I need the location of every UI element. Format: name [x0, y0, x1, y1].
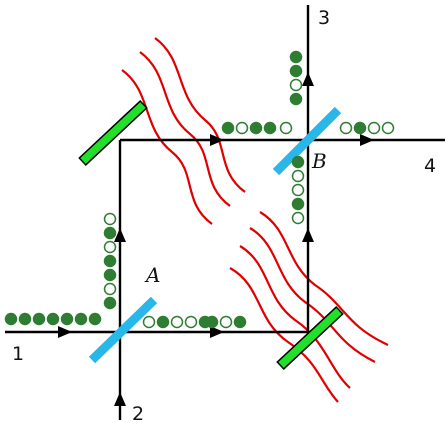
particle-filled	[233, 315, 247, 329]
arrow-right-icon	[58, 326, 72, 338]
wave-front	[154, 37, 246, 193]
wave-front	[249, 227, 376, 363]
direction-arrows	[58, 72, 374, 406]
particle-open	[381, 121, 395, 135]
particle-filled	[289, 92, 303, 106]
particle-open	[291, 211, 305, 225]
particle-filled	[46, 312, 60, 326]
mirror-lower-right-face	[278, 308, 342, 368]
wave-fronts-lower	[229, 211, 389, 403]
mirror-upper-left-face	[80, 102, 146, 164]
particle-open	[103, 212, 117, 226]
particle-filled	[103, 226, 117, 240]
beam-paths	[5, 5, 445, 420]
particle-open	[339, 121, 353, 135]
arrow-up-icon	[302, 228, 314, 242]
particle-open	[279, 121, 293, 135]
particle-filled	[88, 312, 102, 326]
particle-open	[184, 315, 198, 329]
beam-splitter-a	[88, 296, 158, 364]
particle-filled	[221, 121, 235, 135]
port-label-3: 3	[318, 7, 330, 29]
particle-filled	[205, 315, 219, 329]
particle-filled	[32, 312, 46, 326]
arrow-right-icon	[210, 134, 224, 146]
particle-filled	[291, 155, 305, 169]
port-label-4: 4	[424, 155, 436, 177]
particle-open	[289, 78, 303, 92]
wave-front	[139, 51, 231, 207]
particle-filled	[353, 121, 367, 135]
particle-filled	[103, 296, 117, 310]
particle-open	[291, 183, 305, 197]
particle-filled	[4, 312, 18, 326]
particle-filled	[103, 254, 117, 268]
wave-front	[229, 267, 339, 403]
particle-filled	[60, 312, 74, 326]
particles	[4, 50, 395, 329]
particle-open	[219, 315, 233, 329]
arrow-up-icon	[302, 72, 314, 86]
particle-open	[103, 240, 117, 254]
arrow-up-icon	[114, 392, 126, 406]
beam-splitter-b	[272, 106, 342, 176]
particle-filled	[289, 64, 303, 78]
port-label-1: 1	[12, 343, 24, 365]
beam-splitter-label-b: B	[311, 149, 327, 173]
particle-filled	[156, 315, 170, 329]
port-label-2: 2	[132, 403, 144, 425]
particle-open	[142, 315, 156, 329]
particle-filled	[291, 197, 305, 211]
wave-fronts-upper	[121, 37, 246, 225]
wave-front	[121, 69, 213, 225]
wave-front	[239, 245, 351, 389]
particle-open	[367, 121, 381, 135]
wave-front	[259, 211, 389, 346]
particle-open	[235, 121, 249, 135]
particle-open	[291, 169, 305, 183]
particle-open	[170, 315, 184, 329]
particle-filled	[249, 121, 263, 135]
arrow-right-icon	[210, 326, 224, 338]
particle-filled	[18, 312, 32, 326]
particle-open	[103, 282, 117, 296]
arrow-up-icon	[114, 228, 126, 242]
arrow-right-icon	[360, 134, 374, 146]
beam-splitter-label-a: A	[144, 263, 160, 287]
particle-filled	[263, 121, 277, 135]
particle-filled	[103, 268, 117, 282]
particle-filled	[74, 312, 88, 326]
particle-filled	[289, 50, 303, 64]
